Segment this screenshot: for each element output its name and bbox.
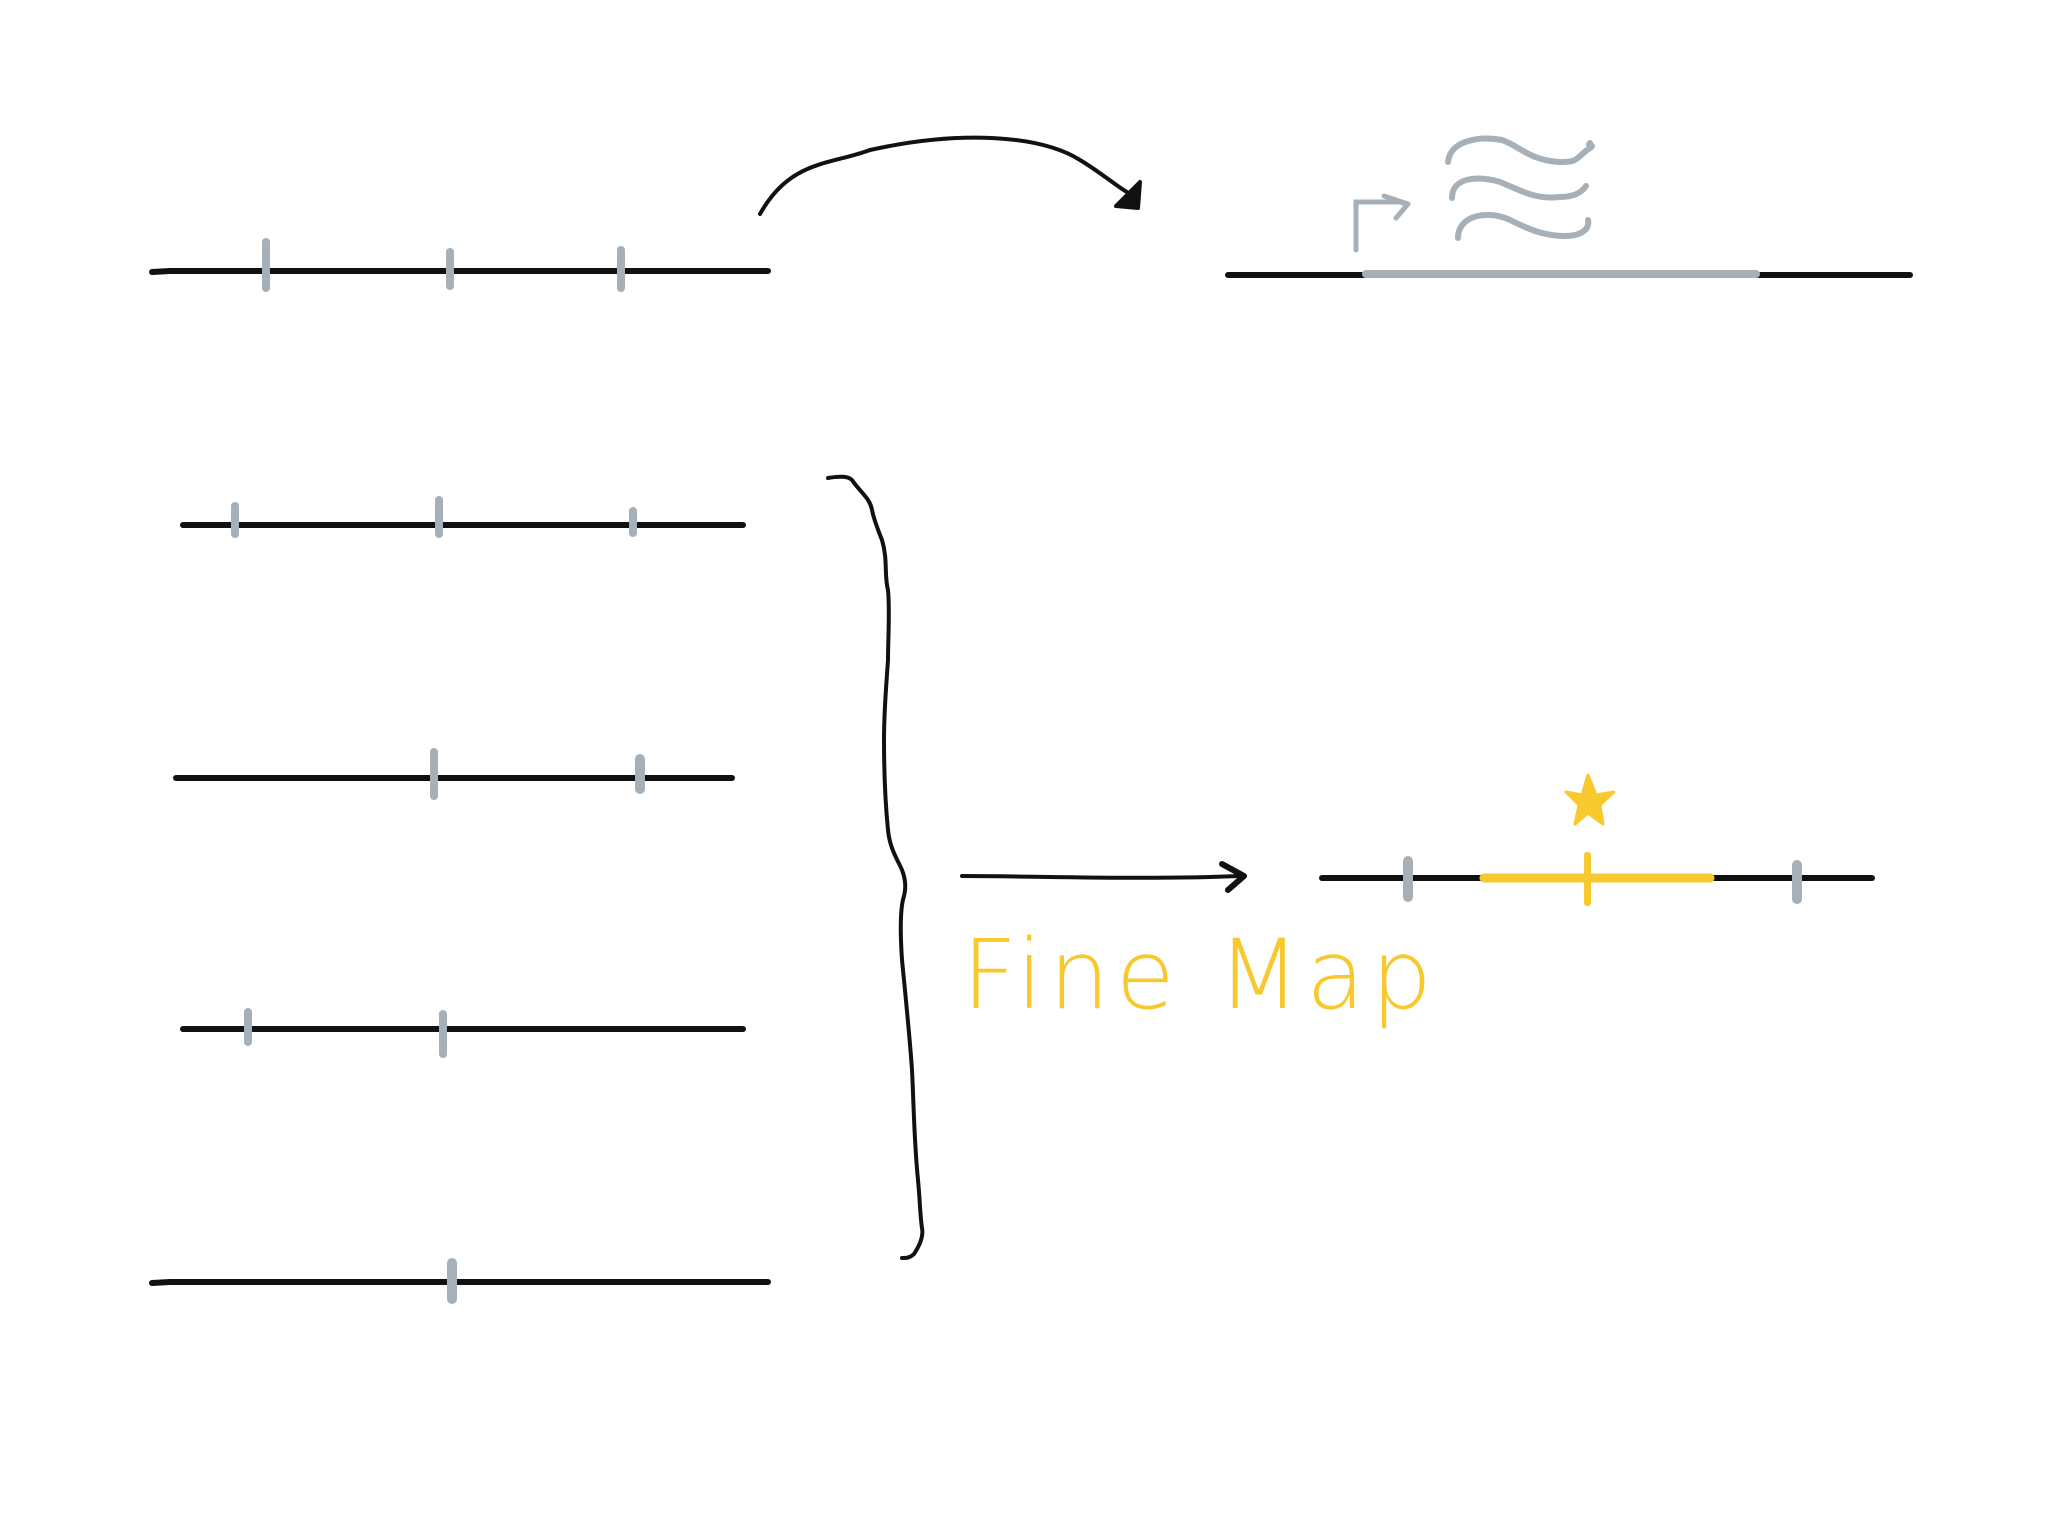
variant-marker	[244, 1008, 252, 1046]
straight-arrow	[960, 861, 1247, 893]
variant-marker	[1403, 856, 1413, 902]
curved-arrow	[758, 135, 1142, 216]
variant-marker	[430, 748, 438, 800]
study-chromosome-4	[149, 1258, 771, 1304]
top-input-chromosome	[149, 238, 771, 292]
variant-marker	[262, 238, 270, 292]
causal-variant-marker	[1584, 852, 1591, 906]
promoter-arrow-icon	[1353, 199, 1409, 253]
fine-map-label: Fine Map	[962, 919, 1438, 1031]
study-chromosome-1	[180, 496, 746, 538]
study-chromosome-3	[180, 1008, 746, 1058]
variant-marker	[231, 502, 239, 538]
variant-marker	[629, 507, 637, 537]
variant-marker	[446, 248, 454, 290]
fine-mapped-chromosome	[1319, 773, 1875, 906]
transcript-icon	[1445, 135, 1595, 241]
star-icon	[1564, 773, 1616, 826]
curly-brace	[826, 474, 925, 1260]
gene-expression-output	[1225, 135, 1913, 278]
variant-marker	[439, 1010, 447, 1058]
variant-marker	[617, 246, 625, 292]
variant-marker	[447, 1258, 457, 1304]
variant-marker	[435, 496, 443, 538]
variant-marker	[1792, 860, 1802, 904]
variant-marker	[635, 754, 645, 794]
study-chromosome-2	[173, 748, 735, 800]
